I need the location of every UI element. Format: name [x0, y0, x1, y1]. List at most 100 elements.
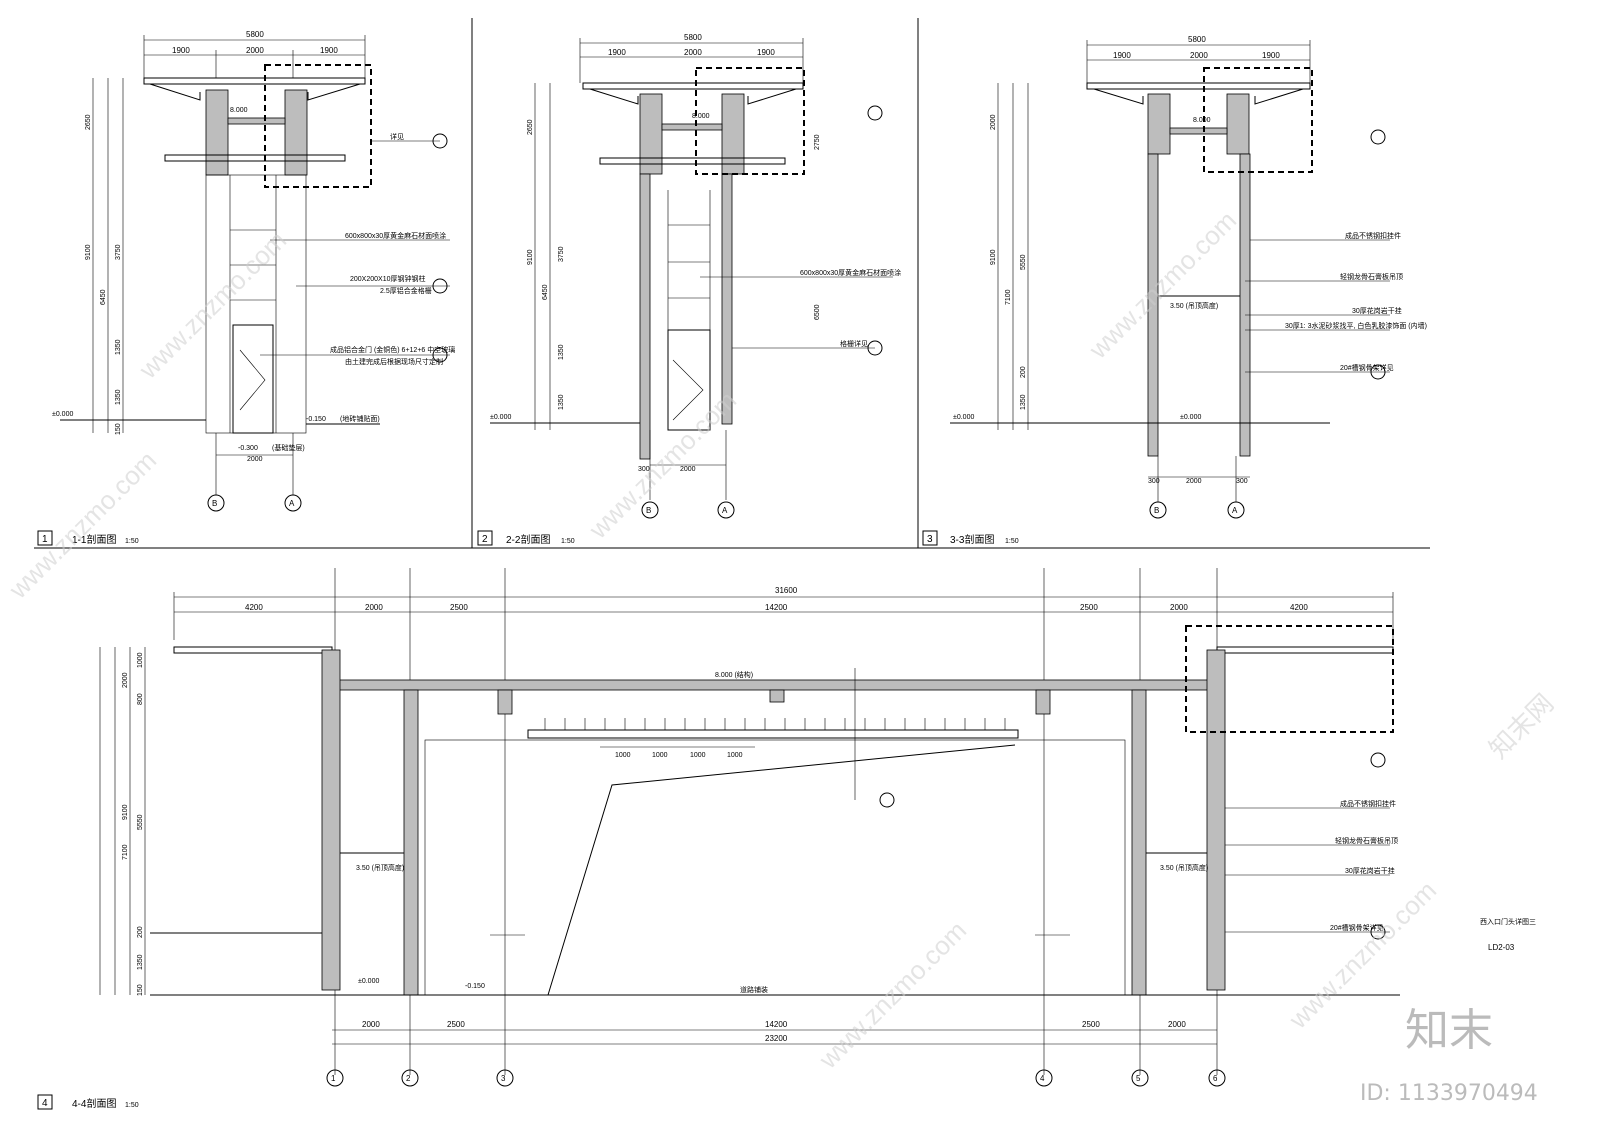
axis-a-marker [1227, 501, 1245, 519]
dim-v: 1350 [115, 339, 122, 355]
note: 格栅详见 [840, 339, 868, 348]
dim-joist: 1000 [652, 752, 668, 759]
axis-a-marker [284, 494, 302, 512]
level-zero: ±0.000 [358, 978, 379, 985]
dim-side: 1900 [320, 46, 338, 55]
section-2-2: 5800 1900 2000 1900 8.000 2650 9100 6450… [477, 33, 901, 546]
dim-v: 3750 [558, 246, 565, 262]
axis-label: B [1154, 506, 1159, 515]
axis-label: A [289, 499, 295, 508]
axis-label: 3 [501, 1074, 506, 1083]
watermark-text: 知末网 [1483, 688, 1559, 764]
dim-v: 800 [137, 693, 144, 705]
panel-number: 2 [482, 534, 488, 545]
note: 20#槽钢骨架详见 [1330, 923, 1384, 932]
watermark-text: www.znzmo.com [132, 225, 292, 385]
axis-label: B [646, 506, 651, 515]
dim-side: 1900 [172, 46, 190, 55]
dim-total: 5800 [684, 33, 702, 42]
dim-v: 7100 [1005, 289, 1012, 305]
panel-scale: 1:50 [125, 1102, 139, 1109]
watermark-text: www.znzmo.com [2, 445, 162, 605]
note: 20#槽钢骨架详见 [1340, 363, 1394, 372]
panel-title: 4-4剖面图 [72, 1097, 116, 1110]
axis-label: 4 [1040, 1074, 1045, 1083]
level-neg150: -0.150 [465, 983, 485, 990]
level-8: 8.000 [230, 107, 248, 114]
dim-seg: 14200 [765, 603, 788, 612]
section-3-3: 5800 1900 2000 1900 8.000 2000 9100 7100… [922, 35, 1427, 546]
detail-callout-box [1203, 67, 1313, 173]
dim-v: 1350 [558, 344, 565, 360]
level-neg150: -0.150 [306, 416, 326, 423]
axis-label: 6 [1213, 1074, 1218, 1083]
axis-b-marker [641, 501, 659, 519]
dim-joist: 1000 [690, 752, 706, 759]
axis-label: 1 [331, 1074, 336, 1083]
dim-v: 150 [115, 423, 122, 435]
note: 600x800x30厚黄金麻石材面喷涂 [800, 268, 901, 277]
dim-mid: 2000 [1190, 51, 1208, 60]
level-neg300: -0.300 [238, 445, 258, 452]
axis-label: 5 [1136, 1074, 1141, 1083]
note: 600x800x30厚黄金麻石材面喷涂 [345, 231, 446, 240]
dim-total: 31600 [775, 586, 798, 595]
dim-v: 6450 [542, 284, 549, 300]
detail-callout-box [264, 64, 372, 188]
dim-v: 2650 [527, 119, 534, 135]
note: 详见 [390, 132, 404, 141]
dim: 2000 [680, 466, 696, 473]
ceiling-level: 3.50 (吊顶高度) [1160, 863, 1208, 872]
section-4-4: 31600 4200 2000 2500 14200 2500 2000 420… [37, 568, 1536, 1110]
detail-callout-box [695, 67, 805, 175]
panel-scale: 1:50 [125, 538, 139, 545]
level-zero: ±0.000 [1180, 414, 1201, 421]
note: 30厚花岗岩干挂 [1345, 866, 1395, 875]
panel-scale: 1:50 [1005, 538, 1019, 545]
level-note: (地砖铺贴面) [340, 414, 380, 423]
dim-total: 23200 [765, 1034, 788, 1043]
sheet-title: 西入口门头详图三 [1480, 917, 1536, 926]
note: 成品不锈钢扣挂件 [1340, 799, 1396, 808]
dim-mid: 2000 [246, 46, 264, 55]
dim-seg: 4200 [245, 603, 263, 612]
dim-v: 7100 [122, 844, 129, 860]
axis-b-marker [207, 494, 225, 512]
panel-scale: 1:50 [561, 538, 575, 545]
dim-seg: 4200 [1290, 603, 1308, 612]
dim-v: 200 [137, 926, 144, 938]
dim-v: 2000 [122, 672, 129, 688]
note: 30厚1: 3水泥砂浆找平, 白色乳胶漆饰面 (内墙) [1285, 321, 1427, 330]
panel-number: 3 [927, 534, 933, 545]
dim-v: 2750 [814, 134, 821, 150]
road-label: 道路铺装 [740, 985, 768, 994]
axis-b-marker [1149, 501, 1167, 519]
dim-side: 1900 [608, 48, 626, 57]
dim: 2000 [247, 456, 263, 463]
watermark: www.znzmo.com www.znzmo.com www.znzmo.co… [2, 205, 1559, 1106]
dim-v: 150 [137, 984, 144, 996]
level-note: (基础垫层) [272, 443, 305, 452]
panel-number: 4 [42, 1098, 48, 1109]
level-zero: ±0.000 [953, 414, 974, 421]
dim: 2000 [1186, 478, 1202, 485]
dim-v: 6450 [100, 289, 107, 305]
note: 2.5厚铝合金格栅 [380, 286, 432, 295]
dim-side: 1900 [757, 48, 775, 57]
level-zero: ±0.000 [490, 414, 511, 421]
axis-label: A [722, 506, 728, 515]
level-zero: ±0.000 [52, 411, 73, 418]
dim-total: 5800 [246, 30, 264, 39]
dim: 300 [638, 466, 650, 473]
section-1-1: 5800 1900 2000 1900 8.000 2650 9100 6450… [37, 30, 455, 546]
dim-v: 5550 [1020, 254, 1027, 270]
dim-v: 1350 [137, 954, 144, 970]
dim-seg: 2500 [450, 603, 468, 612]
axis-label: B [212, 499, 217, 508]
sheet-number: LD2-03 [1488, 943, 1515, 952]
note: 轻钢龙骨石膏板吊顶 [1335, 836, 1398, 845]
level-8: 8.000 (结构) [715, 670, 753, 679]
note: 由土建完成后根据现场尺寸定制 [345, 357, 443, 366]
dim-seg: 2000 [1168, 1020, 1186, 1029]
